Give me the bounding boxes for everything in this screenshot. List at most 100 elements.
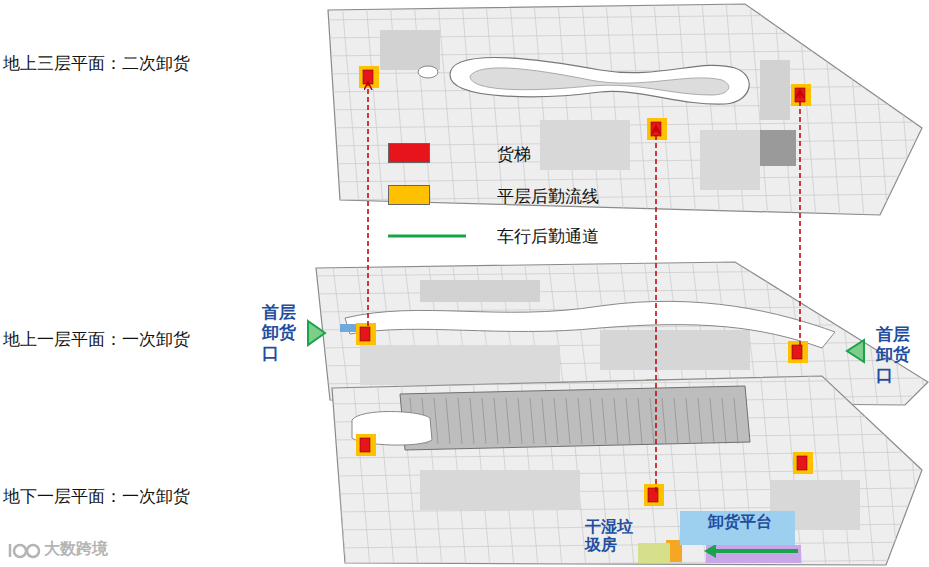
plan-detail <box>638 398 642 444</box>
legend-text: 车行后勤通道 <box>497 226 599 246</box>
freight-elevator <box>648 488 658 502</box>
floor-title: 地上一层平面：一次卸货 <box>3 329 218 349</box>
plan-detail <box>760 130 796 166</box>
corridor <box>345 301 835 348</box>
plan-detail <box>606 2 624 218</box>
floor-outline <box>332 376 922 565</box>
entry-arrow <box>308 321 325 345</box>
plan-detail <box>318 176 924 182</box>
freight-elevator <box>792 345 802 359</box>
legend-line <box>388 232 468 240</box>
plan-detail <box>482 398 486 444</box>
truck-route <box>714 549 798 553</box>
plan-detail <box>856 368 874 567</box>
plan-detail <box>918 2 929 218</box>
plan-detail <box>328 542 924 548</box>
plan-detail <box>686 398 690 444</box>
freight-elevator <box>360 327 370 341</box>
plan-detail <box>534 2 552 218</box>
plan-detail <box>376 368 394 567</box>
dock-label: 首层卸货口 <box>876 324 916 385</box>
plan-detail <box>822 2 840 218</box>
truck-lane <box>706 545 801 563</box>
plan-detail <box>530 398 534 444</box>
plan-detail <box>308 288 929 294</box>
plan-detail <box>630 2 648 218</box>
plan-detail <box>328 560 924 566</box>
plan-detail <box>626 398 630 444</box>
logistics-flow <box>359 66 379 88</box>
area-label: 干湿垃圾房 <box>585 518 637 555</box>
plan-detail <box>602 398 606 444</box>
plan-detail <box>486 2 504 218</box>
plan-detail <box>554 398 558 444</box>
plan-detail <box>420 280 540 302</box>
plan-detail <box>462 2 480 218</box>
logistics-flow <box>793 452 813 474</box>
logistics-flow <box>644 484 664 506</box>
plan-detail <box>722 398 726 444</box>
plan-detail <box>328 470 924 476</box>
watermark: 大数跨境 <box>44 539 134 558</box>
area-box: 卸货平台 <box>680 511 795 545</box>
plan-detail <box>582 2 600 218</box>
watermark-icon <box>9 544 12 557</box>
plan-detail <box>870 2 888 218</box>
plan-detail <box>510 2 528 218</box>
freight-elevator <box>651 122 661 136</box>
plan-detail <box>542 398 546 444</box>
freight-elevator <box>795 88 805 102</box>
plan-detail <box>908 258 926 408</box>
plan-detail <box>650 398 654 444</box>
atrium <box>470 68 729 95</box>
plan-detail <box>894 2 912 218</box>
plan-detail <box>506 398 510 444</box>
freight-elevator <box>363 70 373 84</box>
plan-detail <box>904 368 922 567</box>
plan-detail <box>318 0 924 2</box>
plan-detail <box>328 362 924 368</box>
freight-elevator <box>360 438 370 452</box>
plan-detail <box>340 324 356 332</box>
plan-detail <box>308 252 929 258</box>
plan-detail <box>836 258 854 408</box>
plan-detail <box>318 104 924 110</box>
plan-detail <box>734 398 738 444</box>
plan-detail <box>600 330 750 370</box>
plan-detail <box>760 60 790 120</box>
plan-detail <box>328 452 924 458</box>
watermark-icon <box>14 545 26 557</box>
area-box: 干湿垃圾房 <box>638 543 670 563</box>
plan-detail <box>352 368 370 567</box>
area-label: 卸货平台 <box>708 512 788 531</box>
truck-route <box>704 544 716 558</box>
plan-detail <box>566 398 570 444</box>
plan-detail <box>328 380 924 386</box>
legend-text: 货梯 <box>497 144 531 164</box>
plan-detail <box>308 270 929 276</box>
plan-detail <box>860 258 878 408</box>
plan-detail <box>558 2 576 218</box>
plan-detail <box>518 398 522 444</box>
plan-detail <box>380 30 440 70</box>
plan-detail <box>328 368 346 567</box>
plan-detail <box>458 398 462 444</box>
plan-detail <box>798 2 816 218</box>
plan-detail <box>318 2 336 218</box>
plan-detail <box>332 258 350 408</box>
plan-detail <box>318 0 929 218</box>
logistics-flow <box>791 84 811 106</box>
watermark-icon <box>6 539 42 561</box>
logistics-flow <box>356 323 376 345</box>
plan-detail <box>318 14 924 20</box>
plan-detail <box>832 368 850 567</box>
plan-detail <box>700 130 760 190</box>
legend-swatch <box>388 143 430 163</box>
plan-detail <box>420 470 580 510</box>
floor-title: 地下一层平面：一次卸货 <box>3 486 218 506</box>
plan-detail <box>360 345 560 385</box>
floor-plan-drawing <box>328 368 924 567</box>
plan-detail <box>590 398 594 444</box>
legend-line <box>388 235 466 238</box>
